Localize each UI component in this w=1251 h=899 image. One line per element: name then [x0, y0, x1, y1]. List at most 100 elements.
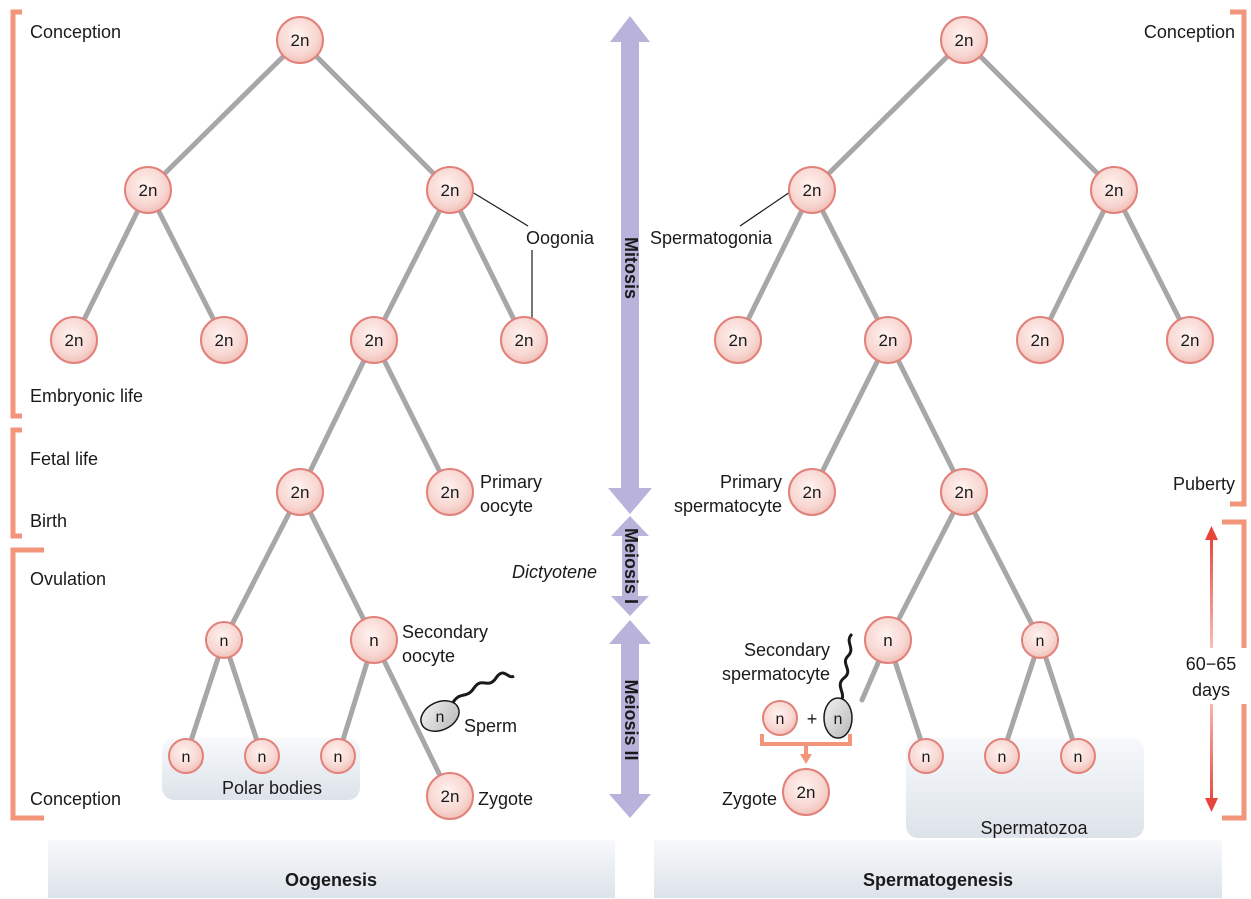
dictyotene-label: Dictyotene	[512, 562, 597, 582]
cell-circle	[205, 621, 243, 659]
cell-ploidy-label: 2n	[365, 331, 384, 350]
fetal-bracket	[10, 427, 22, 539]
stage-puberty: Puberty	[1173, 474, 1235, 494]
cell-circle	[50, 316, 98, 364]
mitosis-label: Mitosis	[621, 237, 641, 299]
secondary-oocyte-cell: n	[350, 616, 398, 664]
left-brackets	[10, 9, 44, 821]
plus-sign: +	[807, 709, 818, 729]
primary-oocyte-cell: 2n	[276, 468, 324, 516]
spermatozoon-cell: n	[908, 738, 944, 774]
postnatal-bracket	[10, 547, 44, 821]
leader-lines	[471, 191, 791, 318]
spermatogenesis-branches	[735, 37, 1193, 759]
cell-ploidy-label: 2n	[515, 331, 534, 350]
spermatogenesis-title: Spermatogenesis	[863, 870, 1013, 890]
cell-ploidy-label: 2n	[803, 483, 822, 502]
cell-circle	[1060, 738, 1096, 774]
polar-body-cell: n	[205, 621, 243, 659]
spermatogenesis-panel	[654, 840, 1222, 898]
spermatogonium-cell: 2n	[1166, 316, 1214, 364]
meiosis-2-arrow	[609, 620, 651, 818]
sperm-ploidy: n	[436, 709, 445, 726]
cell-ploidy-label: n	[220, 633, 229, 650]
stage-embryonic-life: Embryonic life	[30, 386, 143, 406]
primary-spermatocyte-label-2: spermatocyte	[674, 496, 782, 516]
cell-circle	[940, 16, 988, 64]
zygote-label-spermatogenesis: Zygote	[722, 789, 777, 809]
secondary-spermatocyte-label-1: Secondary	[744, 640, 830, 660]
spermatozoon-cell: n	[1060, 738, 1096, 774]
cell-circle	[320, 738, 356, 774]
cell-circle	[244, 738, 280, 774]
mitosis-arrow	[608, 16, 652, 514]
zygote-cell: 2n	[782, 768, 830, 816]
cell-ploidy-label: n	[1074, 749, 1083, 766]
cell-circle	[782, 768, 830, 816]
polar-body-cell: n	[168, 738, 204, 774]
cell-circle	[788, 468, 836, 516]
polar-bodies-label: Polar bodies	[222, 778, 322, 798]
spermatogonium-cell: 2n	[1016, 316, 1064, 364]
cell-ploidy-label: n	[182, 749, 191, 766]
spermatogonium-cell: 2n	[864, 316, 912, 364]
spermatogonium-cell: 2n	[788, 166, 836, 214]
cell-circle	[426, 468, 474, 516]
cell-circle	[908, 738, 944, 774]
spermatozoa-label: Spermatozoa	[980, 818, 1088, 838]
spermatogonia-label: Spermatogonia	[650, 228, 773, 248]
cell-ploidy-label: n	[258, 749, 267, 766]
sperm-icon: n	[420, 671, 515, 732]
cell-circle	[1021, 621, 1059, 659]
cell-circle	[426, 166, 474, 214]
cell-circle	[200, 316, 248, 364]
cell-ploidy-label: 2n	[955, 483, 974, 502]
cell-circle	[276, 468, 324, 516]
cell-circle	[1090, 166, 1138, 214]
primary-oocyte-label-2: oocyte	[480, 496, 533, 516]
cell-ploidy-label: n	[369, 631, 378, 650]
cell-ploidy-label: 2n	[797, 783, 816, 802]
oogenesis-branches	[71, 37, 527, 799]
cell-ploidy-label: 2n	[215, 331, 234, 350]
secondary-spermatocyte-cell: n	[864, 616, 912, 664]
cell-circle	[124, 166, 172, 214]
secondary-oocyte-label-2: oocyte	[402, 646, 455, 666]
primary-oocyte-cell: 2n	[426, 468, 474, 516]
cell-ploidy-label: 2n	[1181, 331, 1200, 350]
cell-ploidy-label: 2n	[441, 787, 460, 806]
cell-ploidy-label: 2n	[441, 483, 460, 502]
fertilizing-sperm-icon: n	[823, 632, 854, 739]
cell-circle	[350, 316, 398, 364]
cell-circle	[500, 316, 548, 364]
cell-ploidy-label: 2n	[441, 181, 460, 200]
spermatozoon-cell: n	[984, 738, 1020, 774]
zygote-label-oogenesis: Zygote	[478, 789, 533, 809]
oogenesis-title: Oogenesis	[285, 870, 377, 890]
oogonium-cell: 2n	[426, 166, 474, 214]
polar-body-cell: n	[244, 738, 280, 774]
cell-circle	[1166, 316, 1214, 364]
stage-conception-right: Conception	[1144, 22, 1235, 42]
cell-ploidy-label: n	[922, 749, 931, 766]
cell-circle	[940, 468, 988, 516]
oogonium-cell: 2n	[200, 316, 248, 364]
cell-ploidy-label: 2n	[291, 31, 310, 50]
stage-birth: Birth	[30, 511, 67, 531]
stage-conception-top: Conception	[30, 22, 121, 42]
embryonic-bracket	[10, 9, 22, 419]
duration-value: 60−65	[1186, 654, 1237, 674]
sperm-label: Sperm	[464, 716, 517, 736]
stage-ovulation: Ovulation	[30, 569, 106, 589]
cell-ploidy-label: 2n	[291, 483, 310, 502]
cell-ploidy-label: 2n	[65, 331, 84, 350]
stage-fetal-life: Fetal life	[30, 449, 98, 469]
cell-circle	[168, 738, 204, 774]
primary-spermatocyte-label-1: Primary	[720, 472, 782, 492]
primary-spermatocyte-cell: 2n	[940, 468, 988, 516]
cell-ploidy-label: n	[334, 749, 343, 766]
primary-oocyte-label-1: Primary	[480, 472, 542, 492]
zygote-cell: 2n	[426, 772, 474, 820]
oogenesis-panel	[48, 840, 615, 898]
